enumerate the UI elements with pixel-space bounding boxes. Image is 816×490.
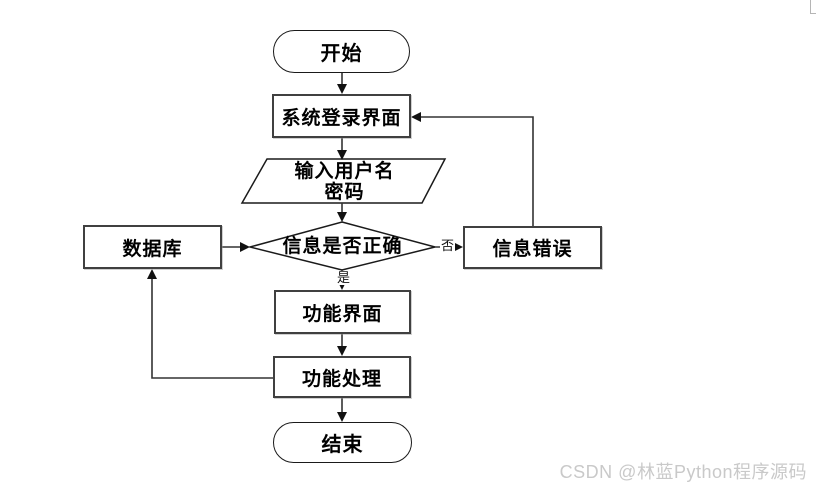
node-interface: 功能界面	[274, 290, 411, 334]
node-login-label: 系统登录界面	[281, 107, 402, 129]
node-end-label: 结束	[321, 434, 364, 456]
node-error: 信息错误	[463, 226, 602, 269]
edge-login-input-arrowhead	[337, 150, 347, 160]
watermark-text: CSDN @林蓝Python程序源码	[559, 462, 807, 482]
edge-database-decision-arrowhead	[240, 242, 250, 252]
edge-process-database-line	[151, 279, 273, 379]
frame-corner-vertical	[810, 0, 811, 13]
node-interface-label: 功能界面	[302, 303, 383, 325]
node-start: 开始	[273, 30, 410, 73]
node-database: 数据库	[83, 225, 222, 269]
node-input-label: 输入用户名 密码	[252, 160, 437, 203]
edge-interface-process-arrowhead	[337, 346, 347, 356]
edge-error-login-line	[421, 116, 534, 226]
node-input-label-line2: 密码	[324, 181, 365, 203]
edge-decision-error-arrowhead	[453, 242, 463, 252]
node-process-label: 功能处理	[301, 368, 382, 390]
node-start-label: 开始	[320, 43, 363, 65]
node-process: 功能处理	[273, 356, 411, 398]
input-parallelogram-shape	[240, 158, 447, 204]
node-input-label-line1: 输入用户名	[294, 160, 395, 182]
node-login: 系统登录界面	[272, 94, 411, 138]
edge-process-end-arrowhead	[337, 412, 347, 422]
edge-label-yes: 是	[336, 270, 352, 285]
edge-input-decision-arrowhead	[337, 212, 347, 222]
edge-error-login-arrowhead	[411, 112, 421, 122]
node-error-label: 信息错误	[492, 239, 573, 260]
node-database-label: 数据库	[122, 238, 183, 260]
node-end: 结束	[273, 422, 412, 463]
node-decision-label: 信息是否正确	[260, 229, 425, 264]
edge-process-database-arrowhead	[147, 269, 157, 279]
edge-label-no: 否	[440, 238, 456, 253]
node-decision-label-text: 信息是否正确	[282, 236, 403, 257]
frame-corner-horizontal	[810, 13, 816, 14]
edge-start-login-arrowhead	[337, 84, 347, 94]
